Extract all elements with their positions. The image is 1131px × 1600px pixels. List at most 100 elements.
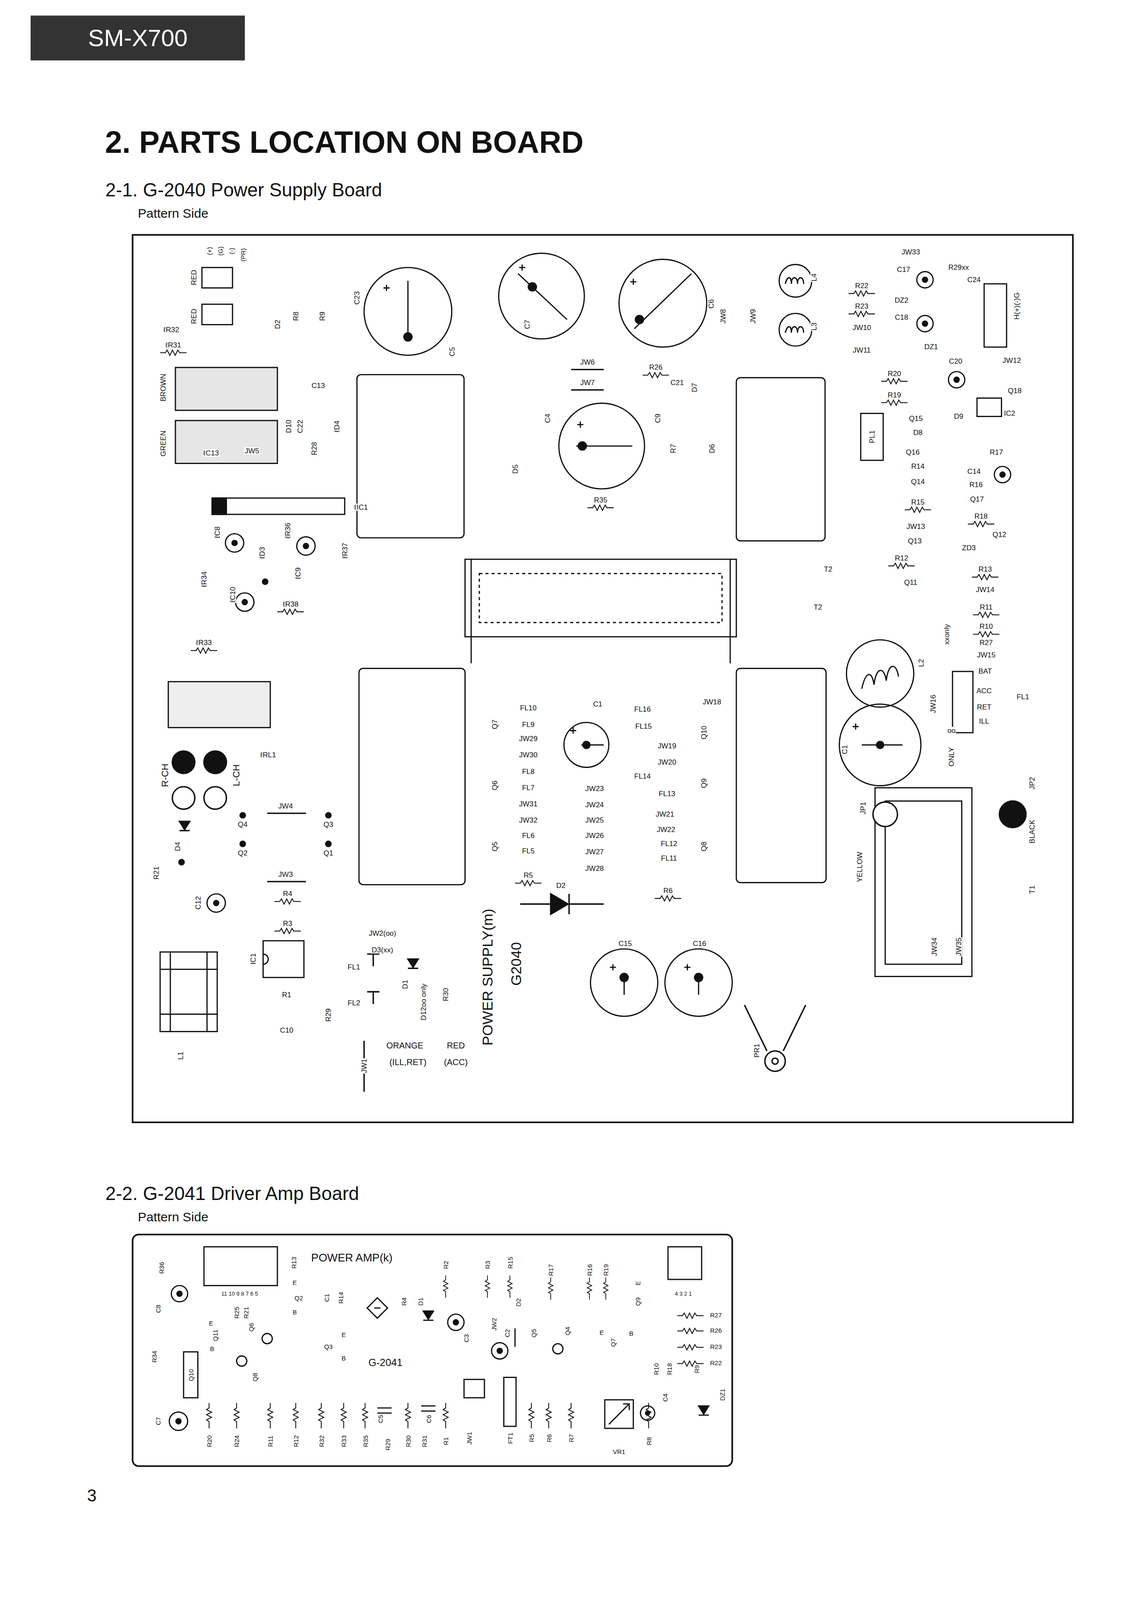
capacitor-symbol [618, 259, 707, 348]
capacitor-symbol [578, 441, 587, 450]
part-label: RED [446, 1040, 466, 1050]
diode-symbol [568, 893, 570, 915]
part-label: (G) [217, 245, 224, 257]
capacitor-symbol [635, 315, 644, 324]
resistor-symbol [515, 880, 542, 886]
capacitor-symbol [994, 466, 1011, 483]
part-label: R-CH [160, 763, 170, 788]
part-label: R13 [978, 565, 993, 573]
driver-parts [421, 1405, 436, 1407]
part-label: Q10 [187, 1368, 194, 1382]
driver-parts [497, 1347, 503, 1353]
part-label: R3 [282, 919, 293, 927]
part-label: L3 [810, 321, 818, 331]
transformer [160, 968, 218, 970]
resistor-symbol [904, 507, 932, 513]
page-title: 2. PARTS LOCATION ON BOARD [104, 124, 584, 160]
part-label: ℓIC1 [353, 503, 369, 511]
resistor-symbol [274, 898, 301, 904]
capacitor-symbol [528, 282, 537, 292]
resistor-symbol [341, 1402, 347, 1429]
driver-parts [503, 1376, 516, 1426]
part-label: B [292, 1308, 298, 1315]
part-label: R19 [602, 1263, 610, 1277]
resistor-symbol [568, 1402, 574, 1429]
part-label: JW35 [955, 936, 963, 957]
part-label: R7 [568, 1433, 575, 1443]
part-label: JW33 [900, 248, 921, 256]
driver-parts [262, 1333, 273, 1344]
part-label: Q13 [907, 536, 922, 545]
resistor-symbol [160, 290, 1000, 1429]
board-outline [132, 234, 1073, 1123]
part-label: E [634, 1280, 641, 1286]
driver-parts [491, 1342, 508, 1359]
part-label: ℓR36 [283, 521, 292, 539]
part-label: ZD3 [961, 544, 977, 552]
diode-symbol [179, 821, 604, 968]
resistor-symbol [206, 1402, 212, 1429]
part-label: FL12 [660, 839, 678, 848]
resistor-symbol [277, 609, 304, 615]
part-label: DZ1 [718, 1387, 726, 1401]
part-label: Q9 [699, 778, 708, 789]
part-label: FL9 [521, 720, 535, 728]
part-label: L2 [917, 658, 925, 668]
part-label: G-2041 [367, 1357, 403, 1368]
part-label: R23 [709, 1343, 723, 1350]
terminal-dot [872, 801, 898, 827]
resistor-symbol [528, 1402, 534, 1429]
part-label: C9 [654, 413, 662, 424]
module-block [356, 374, 464, 538]
part-label: (PR) [239, 247, 246, 263]
part-label: ℓR34 [200, 571, 208, 588]
coil-symbol [779, 264, 914, 707]
part-label: C23 [353, 290, 361, 305]
capacitor-symbol [213, 900, 219, 906]
part-label: R16 [968, 480, 983, 489]
part-label: FL1 [1016, 693, 1030, 701]
capacitor-symbol [407, 280, 409, 337]
resistor-symbol [507, 1275, 513, 1298]
part-label: R13 [290, 1256, 298, 1270]
capacitor-symbol [403, 332, 412, 342]
connector-block [201, 304, 233, 325]
part-label: DZ1 [924, 343, 939, 351]
part-label: D2 [274, 319, 282, 330]
capacitor-symbol [206, 253, 1011, 1016]
board-panel: 2-1. G-2040 Power Supply BoardPattern Si… [102, 179, 1077, 1125]
resistor-symbol [881, 399, 908, 406]
part-label: JW27 [584, 848, 604, 856]
part-label: YELLOW [856, 851, 864, 883]
ground-lug [367, 953, 380, 1004]
part-label: L1 [176, 1051, 184, 1061]
part-label: R29xx [947, 263, 970, 272]
part-label: R19 [887, 390, 902, 399]
capacitor-symbol [232, 540, 238, 546]
transformer [169, 951, 172, 1032]
transformer [160, 1013, 218, 1015]
part-label: (-) [228, 247, 235, 255]
part-label: FL14 [633, 772, 652, 780]
resistor-symbol [888, 562, 915, 569]
connector-block [263, 953, 269, 965]
capacitor-symbol [558, 402, 645, 489]
part-label: ℓC9 [294, 566, 302, 580]
model-badge: SM-X700 [30, 15, 245, 61]
capacitor-symbol [839, 703, 922, 786]
driver-parts [447, 1313, 464, 1330]
part-label: ℓD4 [332, 419, 341, 433]
connector-block [175, 420, 278, 464]
transformer [465, 559, 737, 637]
part-label: Q3 [323, 820, 334, 828]
part-label: JW24 [584, 801, 604, 809]
part-label: C1 [592, 699, 603, 708]
part-label: Q8 [251, 1372, 259, 1382]
part-label: JW16 [929, 693, 937, 714]
resistor-symbol [485, 1275, 490, 1298]
part-label: R18 [973, 512, 989, 520]
resistor-symbol [971, 574, 999, 580]
part-label: R8 [292, 311, 300, 322]
capacitor-symbol [296, 536, 315, 555]
part-label: R7 [669, 443, 677, 455]
